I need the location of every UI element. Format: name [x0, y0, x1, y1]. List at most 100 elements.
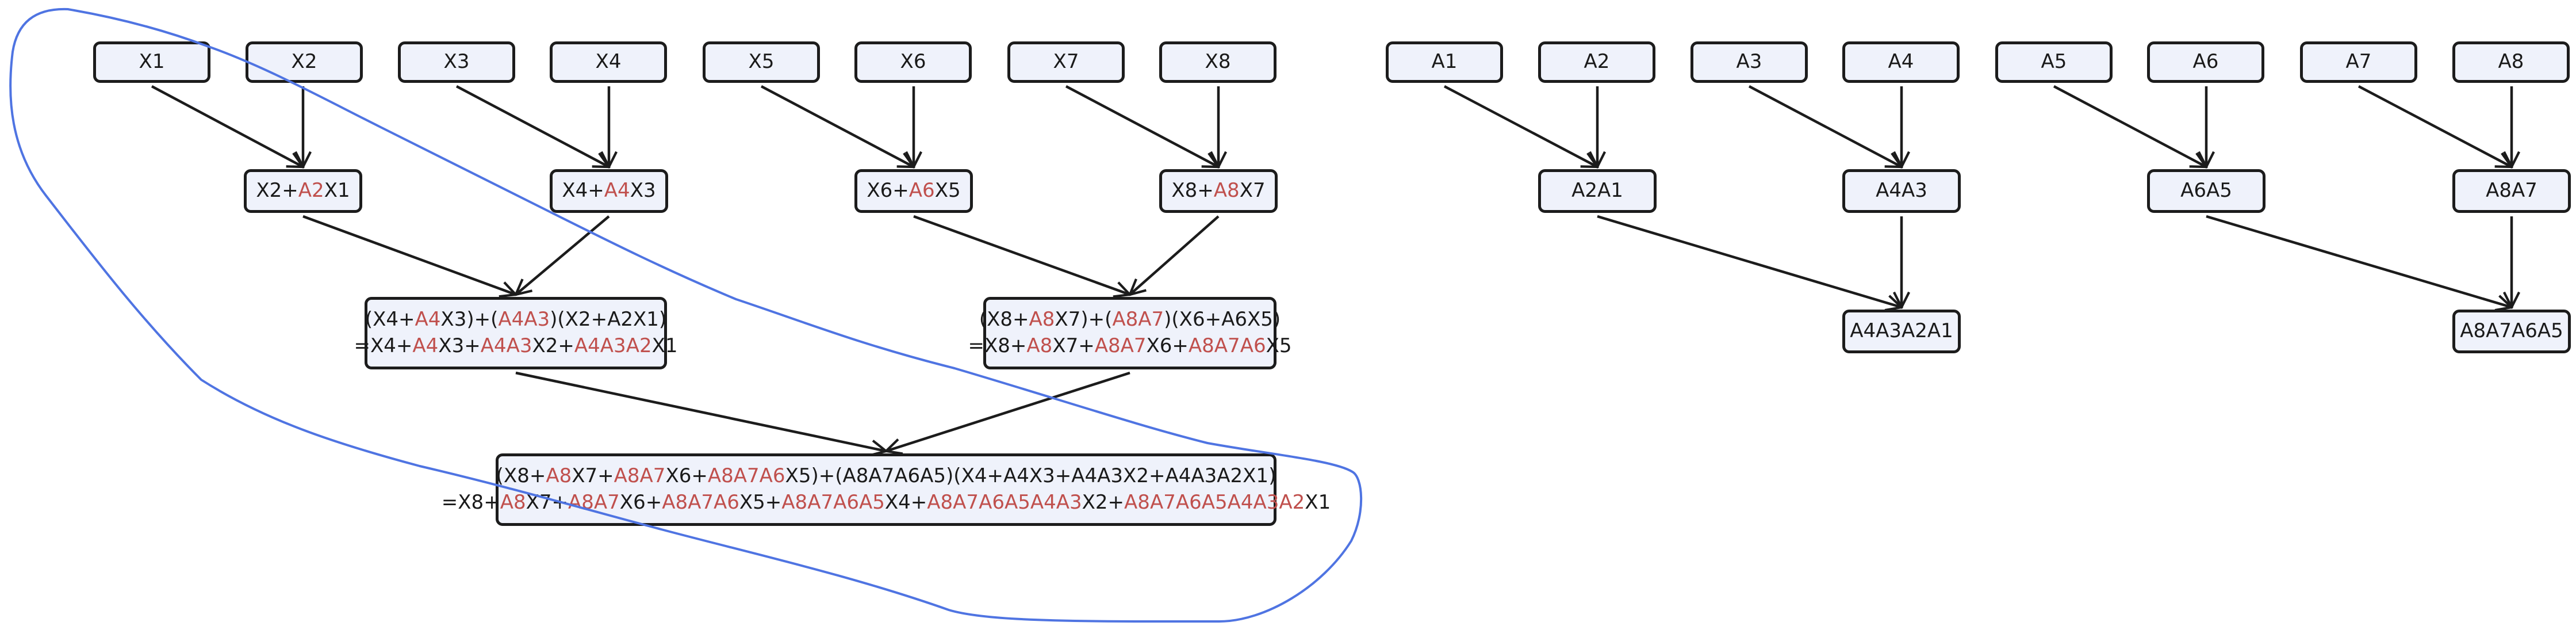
term-text: X2+ [256, 179, 298, 203]
node-text-line: A2 [1584, 49, 1610, 75]
node-a2a1: A2A1 [1538, 169, 1657, 213]
node-text-line: X4+A4X3 [562, 178, 656, 204]
node-x7: X7 [1007, 41, 1125, 83]
coefficient-text: A4A3A2 [574, 334, 652, 357]
term-text: X7+ [1052, 334, 1095, 357]
node-a4a3a2a1: A4A3A2A1 [1842, 310, 1961, 353]
node-text-line: =X4+A4X3+A4A3X2+A4A3A2X1 [354, 333, 677, 360]
node-x4-a4-x3: X4+A4X3 [550, 169, 668, 213]
edge-x2x1-to-x4x1 [302, 215, 516, 295]
coefficient-text: A4 [412, 334, 439, 357]
term-text: A8A7 [2486, 179, 2537, 203]
term-text: X1 [1305, 491, 1331, 514]
node-x2-a2-x1: X2+A2X1 [244, 169, 362, 213]
term-text: X6+ [1146, 334, 1189, 357]
term-text: X2+ [532, 334, 574, 357]
term-text: X6 [900, 50, 926, 74]
node-a4a3: A4A3 [1842, 169, 1961, 213]
edge-x7-to-x8x7 [1065, 85, 1218, 167]
term-text: A5 [2041, 50, 2067, 74]
edge-a2a1-to-a4a1 [1597, 215, 1902, 307]
node-x6: X6 [854, 41, 972, 83]
node-text-line: A4A3A2A1 [1850, 318, 1953, 345]
term-text: X1 [651, 334, 678, 357]
node-text-line: X4 [596, 49, 622, 75]
term-text: A2 [1584, 50, 1610, 74]
coefficient-text: A8A7 [614, 464, 666, 488]
edge-a6a5-to-a8a5 [2206, 215, 2512, 307]
term-text: X5)+(A8A7A6A5)(X4+A4X3+A4A3X2+A4A3A2X1) [785, 464, 1276, 488]
term-text: =X8+ [441, 491, 500, 514]
term-text: X3 [630, 179, 656, 203]
term-text: A4 [1888, 50, 1914, 74]
node-x4: X4 [550, 41, 667, 83]
term-text: =X8+ [968, 334, 1027, 357]
node-text-line: A8A7 [2486, 178, 2537, 204]
node-combine-x8-x5: (X8+A8X7)+(A8A7)(X6+A6X5)=X8+A8X7+A8A7X6… [968, 297, 1292, 369]
term-text: X2+ [1082, 491, 1125, 514]
node-a5: A5 [1995, 41, 2113, 83]
node-text-line: =X8+A8X7+A8A7X6+A8A7A6X5 [968, 333, 1291, 360]
term-text: X3)+( [440, 308, 499, 331]
node-text-line: A3 [1736, 49, 1762, 75]
node-a6a5: A6A5 [2147, 169, 2266, 213]
coefficient-text: A4A3 [498, 308, 550, 331]
term-text: A4A3 [1876, 179, 1927, 203]
coefficient-text: A8A7A6 [707, 464, 785, 488]
node-x1: X1 [93, 41, 210, 83]
term-text: X6+ [619, 491, 662, 514]
node-x6-a6-x5: X6+A6X5 [854, 169, 973, 213]
term-text: X7 [1053, 50, 1079, 74]
edge-x5-to-x6x5 [760, 85, 914, 167]
term-text: X3+ [438, 334, 481, 357]
term-text: X2 [291, 50, 317, 74]
edge-x8x5-to-final [886, 371, 1130, 451]
coefficient-text: A8 [546, 464, 572, 488]
coefficient-text: A8A7A6A5A4A3A2 [1124, 491, 1305, 514]
node-text-line: X6+A6X5 [867, 178, 960, 204]
term-text: A4A3A2A1 [1850, 319, 1953, 343]
node-x3: X3 [398, 41, 515, 83]
term-text: X1 [139, 50, 165, 74]
term-text: X6+ [665, 464, 708, 488]
node-a8a7a6a5: A8A7A6A5 [2452, 310, 2571, 353]
edge-x3-to-x4x3 [455, 85, 609, 167]
term-text: A2A1 [1571, 179, 1623, 203]
coefficient-text: A4 [604, 179, 630, 203]
term-text: =X4+ [354, 334, 413, 357]
term-text: X6+ [867, 179, 909, 203]
node-text-line: (X8+A8X7+A8A7X6+A8A7A6X5)+(A8A7A6A5)(X4+… [496, 463, 1276, 490]
term-text: A7 [2345, 50, 2372, 74]
coefficient-text: A4A3 [480, 334, 532, 357]
term-text: X7)+( [1055, 308, 1113, 331]
term-text: X5 [1266, 334, 1292, 357]
coefficient-text: A8 [1029, 308, 1055, 331]
node-text-line: X5 [749, 49, 775, 75]
node-a8: A8 [2452, 41, 2570, 83]
edge-a3-to-a4a3 [1748, 85, 1902, 167]
node-a3: A3 [1690, 41, 1808, 83]
node-x8-a8-x7: X8+A8X7 [1159, 169, 1278, 213]
term-text: )(X6+A6X5) [1164, 308, 1281, 331]
term-text: X3 [443, 50, 470, 74]
node-a6: A6 [2147, 41, 2264, 83]
term-text: X7+ [572, 464, 614, 488]
node-text-line: X8 [1205, 49, 1231, 75]
node-text-line: A7 [2346, 49, 2372, 75]
coefficient-text: A8 [1026, 334, 1053, 357]
node-a2: A2 [1538, 41, 1655, 83]
node-x2: X2 [246, 41, 363, 83]
node-text-line: (X8+A8X7)+(A8A7)(X6+A6X5) [979, 307, 1281, 333]
node-a8a7: A8A7 [2452, 169, 2571, 213]
coefficient-text: A6 [908, 179, 935, 203]
node-final-result: (X8+A8X7+A8A7X6+A8A7A6X5)+(A8A7A6A5)(X4+… [442, 453, 1331, 526]
node-text-line: X2+A2X1 [256, 178, 350, 204]
coefficient-text: A8A7A6A5 [781, 491, 885, 514]
node-x5: X5 [703, 41, 820, 83]
term-text: X4+ [884, 491, 927, 514]
edge-a1-to-a2a1 [1443, 85, 1597, 167]
edge-a7-to-a8a7 [2358, 85, 2512, 167]
node-a4: A4 [1842, 41, 1960, 83]
coefficient-text: A8 [1213, 179, 1240, 203]
node-a7: A7 [2300, 41, 2417, 83]
